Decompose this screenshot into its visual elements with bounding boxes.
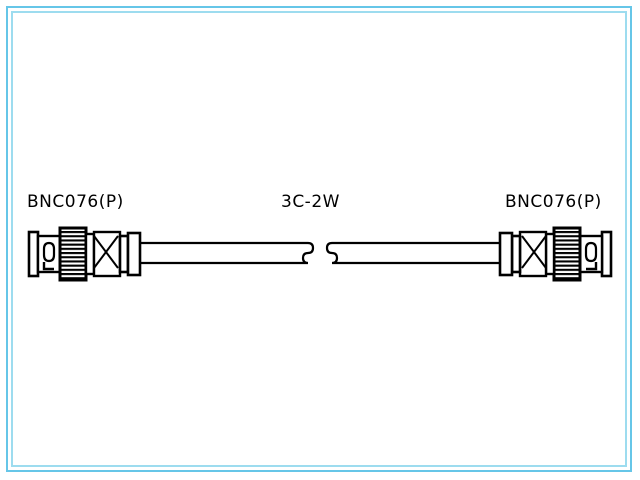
left-tip-collar bbox=[27, 230, 40, 278]
right-bayonet-barrel bbox=[578, 234, 604, 274]
cable-right-span bbox=[325, 241, 500, 265]
right-coupling-nut bbox=[552, 226, 582, 282]
cable-left-span bbox=[140, 241, 315, 265]
right-tip-collar bbox=[600, 230, 613, 278]
cable-type-label: 3C-2W bbox=[281, 192, 340, 212]
right-ferrule bbox=[498, 231, 514, 277]
left-connector-label: BNC076(P) bbox=[27, 192, 124, 212]
right-body-cross-hatch bbox=[521, 235, 547, 269]
right-connector-label: BNC076(P) bbox=[505, 192, 602, 212]
right-bayonet-pin bbox=[584, 241, 598, 271]
right-bnc-connector bbox=[498, 226, 613, 282]
left-bnc-connector bbox=[27, 226, 142, 282]
left-bayonet-barrel bbox=[36, 234, 62, 274]
left-bayonet-pin bbox=[42, 241, 56, 271]
left-ferrule bbox=[126, 231, 142, 277]
left-coupling-nut bbox=[58, 226, 88, 282]
right-body-shoulder bbox=[544, 232, 556, 276]
left-body-cross-hatch bbox=[93, 235, 119, 269]
coaxial-cable bbox=[140, 241, 500, 265]
